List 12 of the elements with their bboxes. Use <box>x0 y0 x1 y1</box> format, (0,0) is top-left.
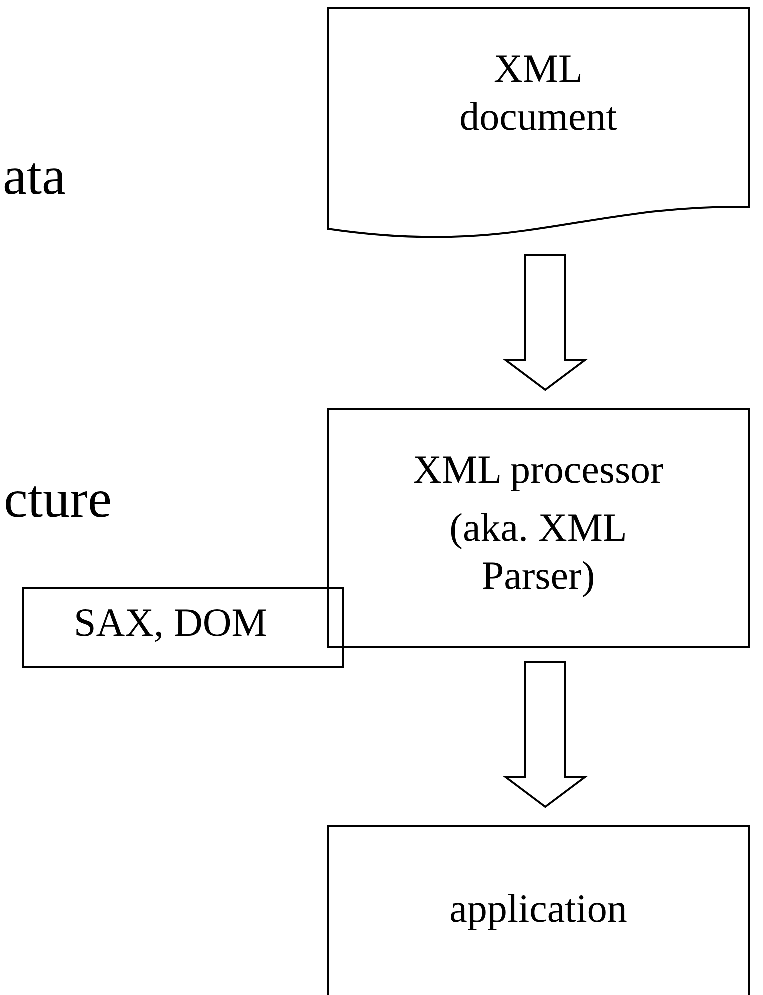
label-box <box>22 587 344 668</box>
node-title: SAX, DOM <box>74 599 268 647</box>
node-title: XML document <box>458 45 618 141</box>
node-title: XML processor <box>413 446 664 494</box>
process-box <box>327 825 750 995</box>
process-box <box>327 408 750 648</box>
node-text: (aka. XML Parser) <box>448 504 628 600</box>
cut-off-text: ata <box>3 145 66 207</box>
block-arrow <box>502 661 588 808</box>
node-title: application <box>450 885 628 933</box>
cut-off-text: cture <box>4 468 112 530</box>
block-arrow <box>502 254 588 392</box>
